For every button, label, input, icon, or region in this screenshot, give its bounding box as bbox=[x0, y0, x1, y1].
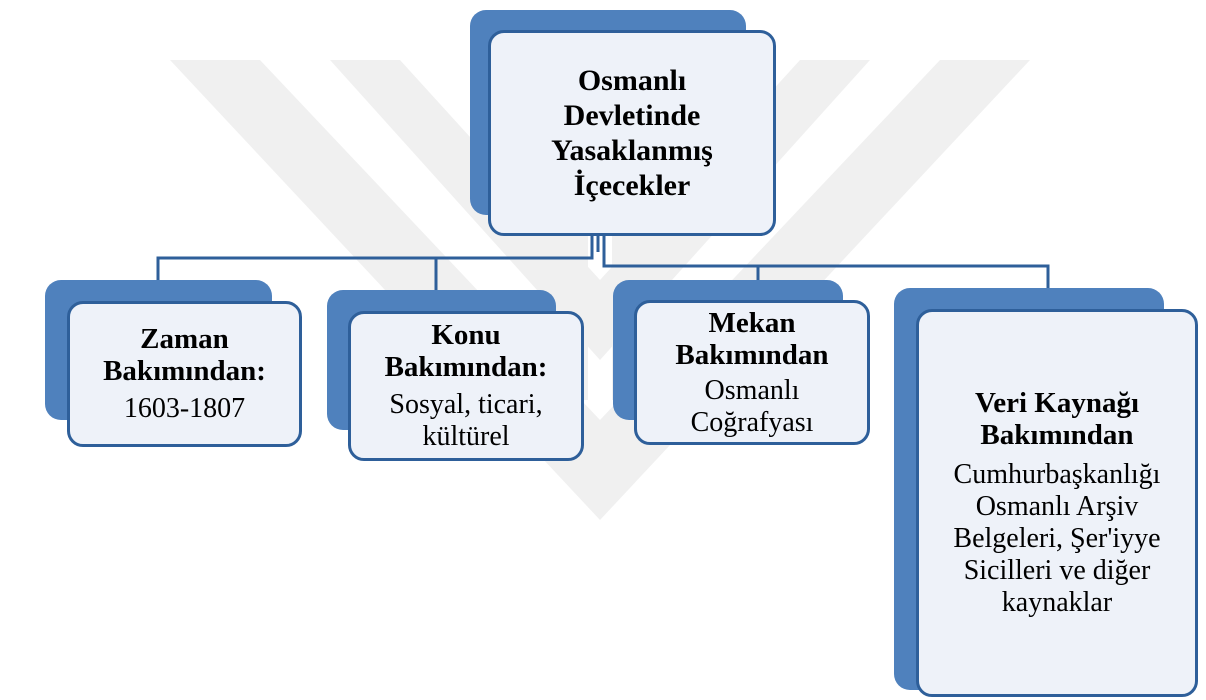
child-body-line: Sicilleri ve diğer bbox=[963, 555, 1151, 586]
root-title-line: Osmanlı bbox=[577, 64, 687, 97]
child-node-title: Konu Bakımından: bbox=[385, 319, 548, 383]
connector-right-trunk bbox=[602, 236, 1050, 290]
child-node-box: Mekan Bakımından Osmanlı Coğrafyası bbox=[634, 300, 870, 445]
child-title-line: Bakımından: bbox=[103, 355, 266, 387]
child-node-box: Veri Kaynağı Bakımından Cumhurbaşkanlığı… bbox=[916, 309, 1198, 697]
child-title-line: Bakımından: bbox=[384, 351, 548, 383]
child-title-line: Veri Kaynağı bbox=[974, 387, 1140, 419]
child-title-line: Bakımından bbox=[980, 419, 1134, 451]
watermark-chevron-outer bbox=[170, 60, 1030, 520]
child-body-line: kültürel bbox=[422, 421, 510, 452]
child-body-line: Belgeleri, Şer'iyye bbox=[953, 523, 1161, 554]
child-node-body: Sosyal, ticari, kültürel bbox=[389, 389, 542, 453]
child-title-line: Konu bbox=[431, 319, 501, 351]
child-title-line: Zaman bbox=[140, 323, 229, 355]
child-body-line: kaynaklar bbox=[1001, 587, 1113, 618]
child-title-line: Mekan bbox=[708, 306, 796, 339]
child-node-title: Mekan Bakımından bbox=[675, 307, 828, 371]
root-title-line: Yasaklanmış bbox=[551, 134, 713, 167]
child-node-box: Zaman Bakımından: 1603-1807 bbox=[67, 301, 302, 447]
child-node-title: Zaman Bakımından: bbox=[103, 323, 266, 387]
child-body-line: Cumhurbaşkanlığı bbox=[953, 459, 1161, 490]
child-body-line: Sosyal, ticari, bbox=[389, 389, 543, 420]
root-node-box: Osmanlı Devletinde Yasaklanmış İçecekler bbox=[488, 30, 776, 236]
child-node-body: Osmanlı Coğrafyası bbox=[691, 375, 814, 439]
connector-left-trunk bbox=[156, 236, 594, 282]
root-title-line: Devletinde bbox=[563, 99, 701, 132]
child-body-line: Coğrafyası bbox=[690, 406, 814, 438]
child-node-body: Cumhurbaşkanlığı Osmanlı Arşiv Belgeleri… bbox=[953, 459, 1160, 619]
child-title-line: Bakımından bbox=[675, 338, 829, 371]
child-body-line: Osmanlı bbox=[704, 374, 800, 406]
child-node-title: Veri Kaynağı Bakımından bbox=[975, 387, 1139, 451]
child-node-body: 1603-1807 bbox=[124, 393, 245, 425]
child-body-line: Osmanlı Arşiv bbox=[975, 491, 1139, 522]
child-node-box: Konu Bakımından: Sosyal, ticari, kültüre… bbox=[348, 311, 584, 461]
root-node-title: Osmanlı Devletinde Yasaklanmış İçecekler bbox=[551, 63, 713, 203]
root-title-line: İçecekler bbox=[573, 169, 691, 202]
child-body-line: 1603-1807 bbox=[123, 393, 246, 424]
